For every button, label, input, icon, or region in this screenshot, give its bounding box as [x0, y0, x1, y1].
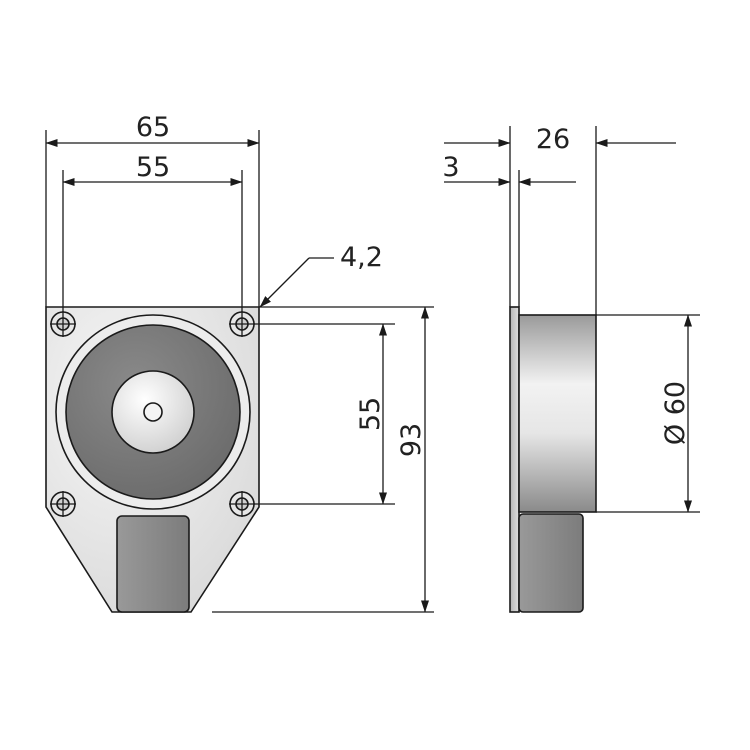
dim-hole-spacing-horizontal: 55: [136, 152, 170, 183]
side-magnet-body: [518, 314, 597, 513]
dim-overall-height: 93: [396, 423, 427, 457]
mounting-hole-top-left: [50, 311, 76, 337]
side-plate: [509, 306, 520, 613]
dim-plate-thickness: 3: [442, 152, 459, 183]
side-dimensions: 26 3 Ø 60: [442, 124, 700, 513]
side-view: [509, 306, 597, 613]
dim-overall-width: 65: [136, 112, 170, 143]
mounting-hole-bottom-left: [50, 491, 76, 517]
dim-magnet-diameter: Ø 60: [660, 381, 691, 445]
dim-hole-spacing-vertical: 55: [355, 397, 386, 431]
center-hole: [143, 402, 163, 422]
dim-hole-diameter: 4,2: [340, 242, 383, 273]
dim-body-depth: 26: [536, 124, 570, 155]
front-dimensions: 65 55 4,2 55 93: [45, 112, 434, 613]
connector-box: [116, 515, 190, 613]
side-connector-box: [518, 513, 584, 613]
front-view: [45, 306, 260, 613]
